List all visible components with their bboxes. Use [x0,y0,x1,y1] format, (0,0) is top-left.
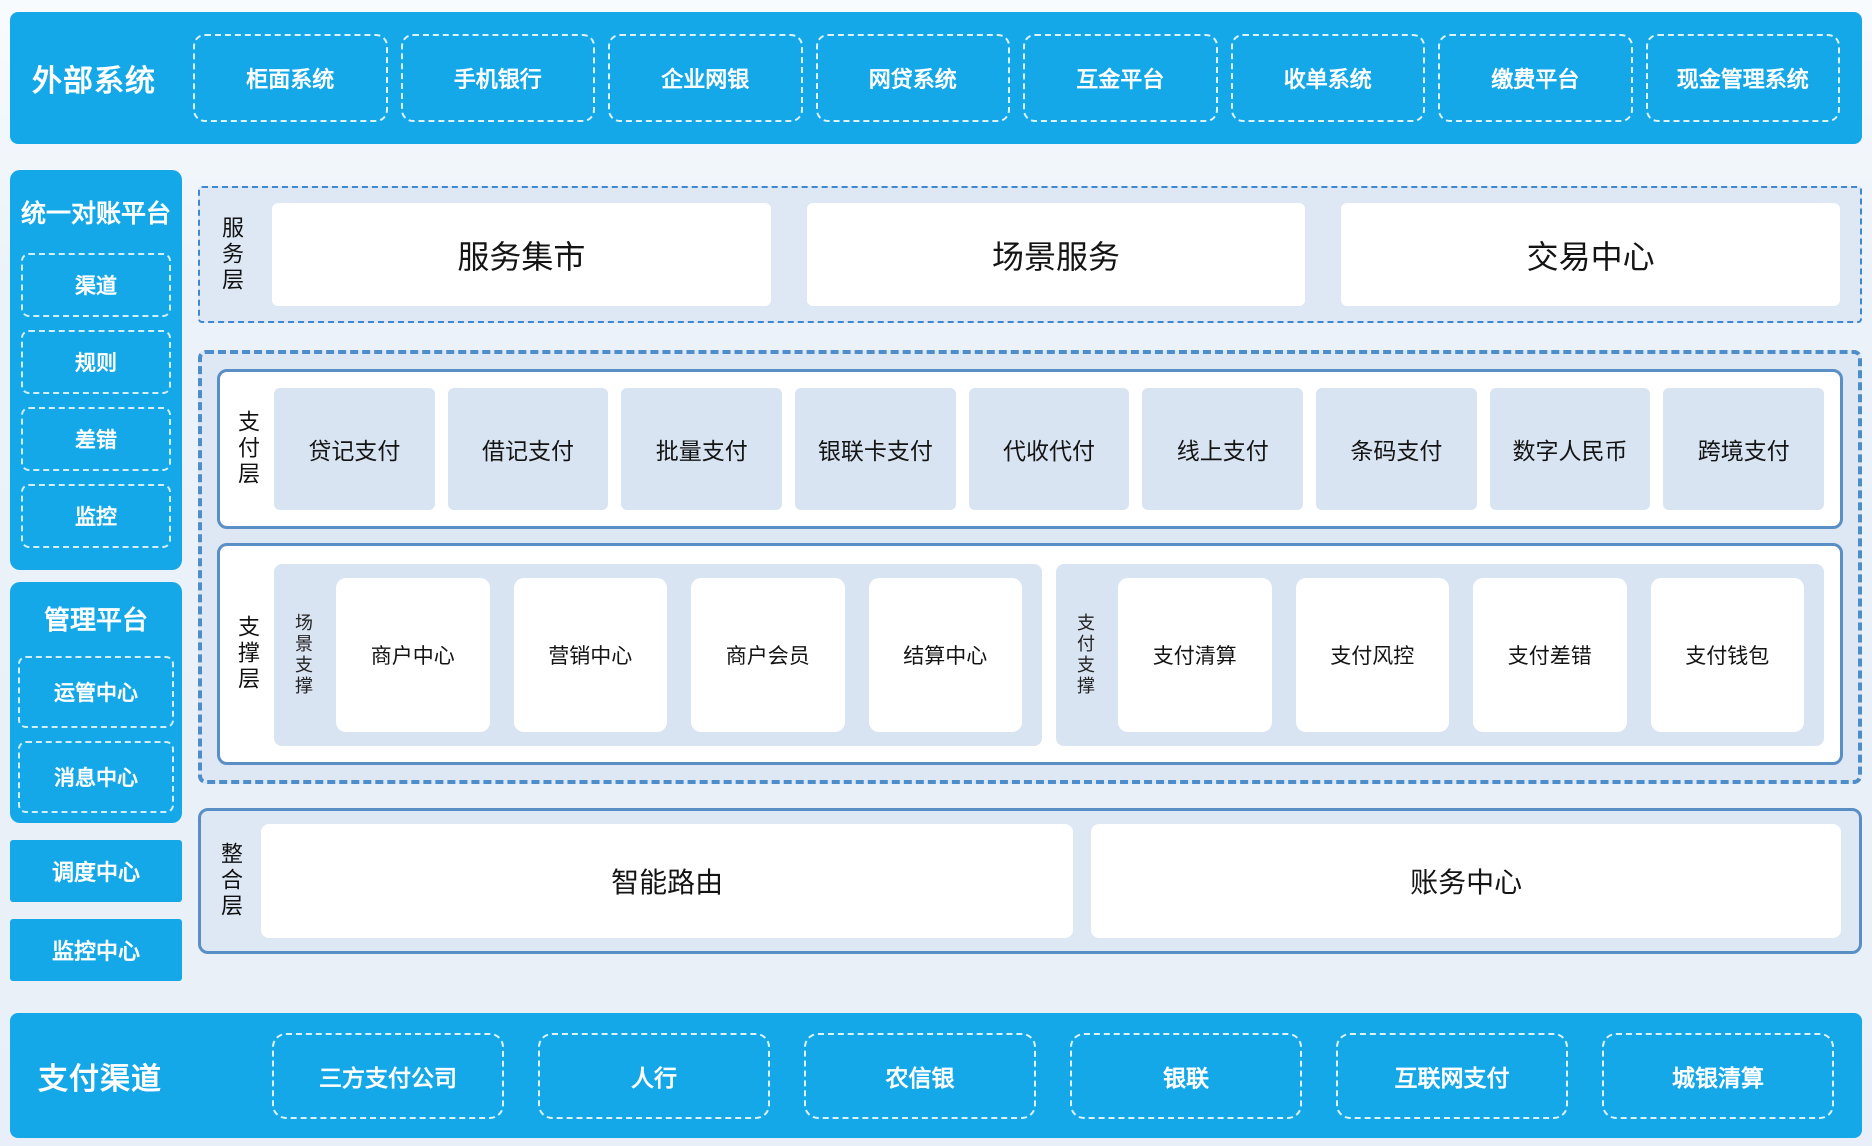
service-layer-panel: 服务层 服务集市 场景服务 交易中心 [198,186,1862,324]
integration-layer-cards: 智能路由 账务中心 [261,824,1841,939]
payment-card: 代收代付 [968,388,1130,511]
middle-section: 统一对账平台 渠道 规则 差错 监控 管理平台 运管中心 消息中心 调度中心 监… [10,170,1862,982]
external-systems-title: 外部系统 [32,65,156,99]
service-card: 服务集市 [272,203,771,307]
scene-support-card: 商户中心 [336,578,490,733]
management-item: 运管中心 [18,656,175,729]
reconciliation-platform-block: 统一对账平台 渠道 规则 差错 监控 [10,170,183,571]
monitor-center-block: 监控中心 [10,919,183,982]
payment-card: 批量支付 [621,388,783,511]
external-system-box: 柜面系统 [193,34,388,123]
support-layer-groups: 场景支撑 商户中心 营销中心 商户会员 结算中心 支付支撑 支付清算 [274,564,1825,747]
payment-channel-box: 互联网支付 [1336,1032,1568,1119]
integration-card-accounting-center: 账务中心 [1091,824,1841,939]
integration-layer-box: 整合层 智能路由 账务中心 [198,808,1862,955]
main-area: 服务层 服务集市 场景服务 交易中心 支付层 贷记支付 借记支付 批量支付 银联… [198,170,1862,955]
integration-card-smart-routing: 智能路由 [261,824,1074,939]
payment-card: 线上支付 [1142,388,1304,511]
external-system-box: 现金管理系统 [1645,34,1840,123]
scene-support-label: 场景支撑 [293,613,314,698]
payment-channel-box: 人行 [538,1032,770,1119]
scene-support-card: 结算中心 [868,578,1023,733]
external-system-box: 网贷系统 [815,34,1010,123]
support-layer-label: 支撑层 [235,615,261,694]
external-system-box: 互金平台 [1023,34,1218,123]
external-system-box: 收单系统 [1230,34,1425,123]
payment-card: 借记支付 [447,388,609,511]
external-systems-bar: 外部系统 柜面系统 手机银行 企业网银 网贷系统 互金平台 收单系统 缴费平台 … [10,12,1862,145]
payment-channel-box: 城银清算 [1602,1032,1834,1119]
external-system-box: 企业网银 [608,34,803,123]
service-card: 场景服务 [806,203,1306,307]
payment-support-panel: 支付支撑 支付清算 支付风控 支付差错 支付钱包 [1056,564,1825,747]
payment-channels-bar: 支付渠道 三方支付公司 人行 农信银 银联 互联网支付 城银清算 [10,1013,1862,1138]
scene-support-cards: 商户中心 营销中心 商户会员 结算中心 [336,578,1023,733]
management-platform-block: 管理平台 运管中心 消息中心 [10,582,183,824]
support-layer-box: 支撑层 场景支撑 商户中心 营销中心 商户会员 结算中心 [217,543,1843,766]
reconciliation-platform-title: 统一对账平台 [21,200,172,229]
management-platform-title: 管理平台 [44,605,149,636]
dispatch-center-block: 调度中心 [10,840,183,903]
management-item: 消息中心 [18,741,175,814]
payment-card: 数字人民币 [1489,388,1651,511]
payment-layer-box: 支付层 贷记支付 借记支付 批量支付 银联卡支付 代收代付 线上支付 条码支付 … [217,369,1843,530]
scene-support-card: 商户会员 [691,578,845,733]
core-layers-container: 支付层 贷记支付 借记支付 批量支付 银联卡支付 代收代付 线上支付 条码支付 … [198,350,1862,785]
payment-card: 银联卡支付 [795,388,956,511]
service-layer-cards: 服务集市 场景服务 交易中心 [272,203,1840,307]
payment-layer-label: 支付层 [235,410,261,489]
reconciliation-item: 监控 [21,484,172,549]
payment-support-card: 支付钱包 [1650,578,1805,733]
payment-support-card: 支付差错 [1473,578,1627,733]
payment-support-label: 支付支撑 [1075,613,1096,698]
service-layer-label: 服务层 [219,215,245,294]
external-system-box: 缴费平台 [1438,34,1633,123]
service-card: 交易中心 [1341,203,1840,307]
payment-channel-box: 三方支付公司 [272,1032,504,1119]
payment-support-card: 支付清算 [1118,578,1272,733]
payment-channel-box: 农信银 [804,1032,1036,1119]
sidebar: 统一对账平台 渠道 规则 差错 监控 管理平台 运管中心 消息中心 调度中心 监… [10,170,183,982]
payment-layer-cards: 贷记支付 借记支付 批量支付 银联卡支付 代收代付 线上支付 条码支付 数字人民… [274,388,1825,511]
external-system-box: 手机银行 [400,34,595,123]
payment-channel-box: 银联 [1070,1032,1302,1119]
payment-card: 贷记支付 [274,388,435,511]
integration-layer-label: 整合层 [218,842,244,921]
payment-card: 跨境支付 [1663,388,1825,511]
reconciliation-item: 差错 [21,407,172,472]
payment-card: 条码支付 [1316,388,1477,511]
payment-channels-title: 支付渠道 [38,1062,162,1096]
scene-support-panel: 场景支撑 商户中心 营销中心 商户会员 结算中心 [274,564,1043,747]
reconciliation-item: 渠道 [21,253,172,318]
reconciliation-item: 规则 [21,330,172,395]
payment-support-card: 支付风控 [1295,578,1450,733]
scene-support-card: 营销中心 [513,578,668,733]
payment-support-cards: 支付清算 支付风控 支付差错 支付钱包 [1118,578,1805,733]
